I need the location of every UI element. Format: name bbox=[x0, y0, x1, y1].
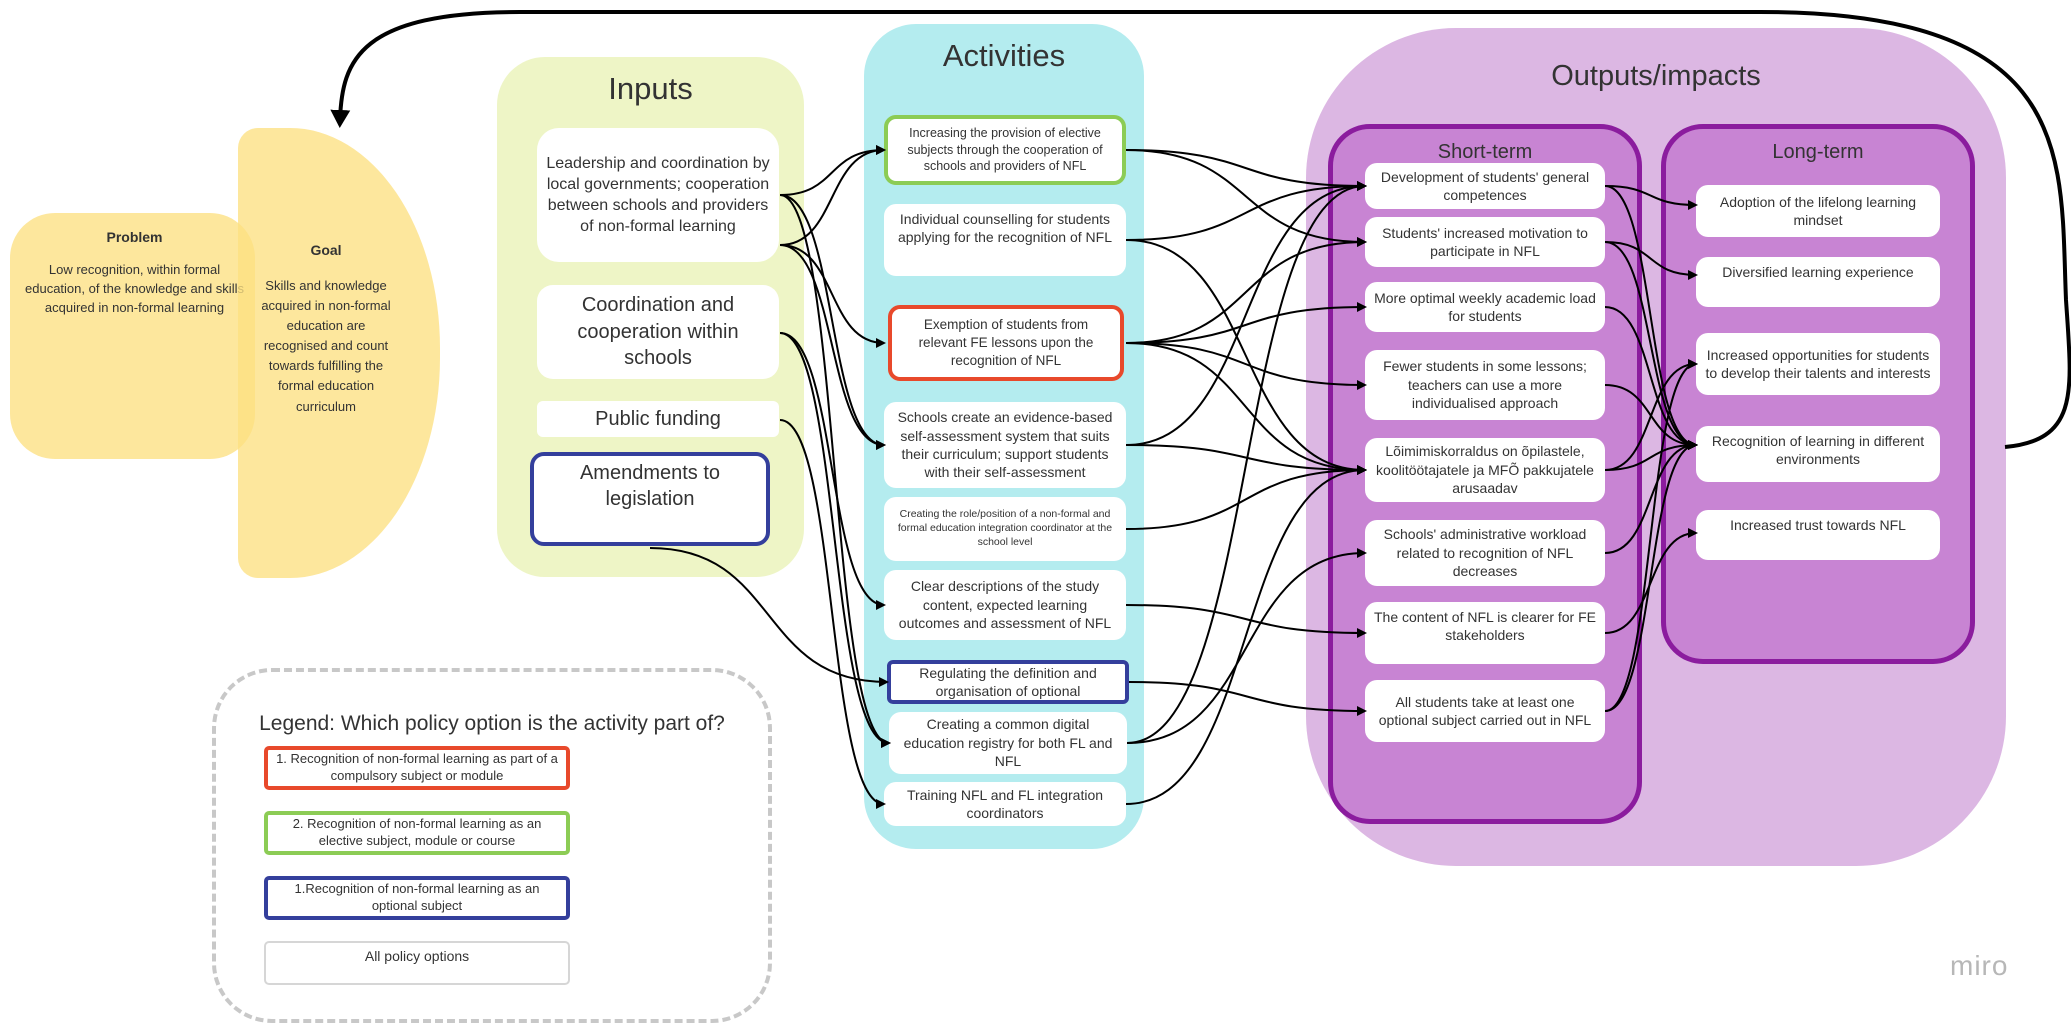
legend-item-blue: 1.Recognition of non-formal learning as … bbox=[264, 876, 570, 920]
short-term-title: Short-term bbox=[1437, 141, 1533, 163]
outputs-title: Outputs/impacts bbox=[1551, 60, 1761, 92]
activity-coordinator-role: Creating the role/position of a non-form… bbox=[884, 497, 1126, 561]
short-admin-workload: Schools' administrative workload related… bbox=[1365, 520, 1605, 586]
inputs-title: Inputs bbox=[608, 71, 693, 106]
long-lifelong-mindset: Adoption of the lifelong learning mindse… bbox=[1696, 185, 1940, 237]
long-talents-opportunities: Increased opportunities for students to … bbox=[1696, 333, 1940, 395]
short-academic-load: More optimal weekly academic load for st… bbox=[1365, 282, 1605, 332]
long-trust-nfl: Increased trust towards NFL bbox=[1696, 510, 1940, 560]
goal-text: Skills and knowledge acquired in non-for… bbox=[261, 277, 391, 414]
legend-item-green: 2. Recognition of non-formal learning as… bbox=[264, 811, 570, 855]
input-coordination: Coordination and cooperation within scho… bbox=[537, 285, 779, 379]
problem-box: Problem Low recognition, within formal e… bbox=[10, 213, 255, 459]
legend-item-red: 1. Recognition of non-formal learning as… bbox=[264, 746, 570, 790]
activities-title: Activities bbox=[942, 38, 1066, 73]
short-optional-subject: All students take at least one optional … bbox=[1365, 680, 1605, 742]
legend-item-all: All policy options bbox=[264, 941, 570, 985]
activity-counselling: Individual counselling for students appl… bbox=[884, 204, 1126, 276]
short-fewer-students: Fewer students in some lessons; teachers… bbox=[1365, 350, 1605, 420]
long-recognition-environments: Recognition of learning in different env… bbox=[1696, 426, 1940, 482]
legend-title: Legend: Which policy option is the activ… bbox=[259, 712, 725, 735]
input-legislation: Amendments to legislation bbox=[530, 452, 770, 546]
activity-clear-descriptions: Clear descriptions of the study content,… bbox=[884, 570, 1126, 640]
short-general-competences: Development of students' general compete… bbox=[1365, 163, 1605, 209]
long-term-title: Long-term bbox=[1772, 141, 1864, 163]
activity-self-assessment: Schools create an evidence-based self-as… bbox=[884, 402, 1126, 488]
problem-title: Problem bbox=[106, 229, 163, 245]
activity-training-coordinators: Training NFL and FL integration coordina… bbox=[884, 782, 1126, 826]
short-integration-understandable: Lõimimiskorraldus on õpilastele, koolitö… bbox=[1365, 438, 1605, 502]
activity-regulating-optional: Regulating the definition and organisati… bbox=[887, 660, 1129, 704]
input-funding: Public funding bbox=[537, 401, 779, 437]
goal-box: Goal Skills and knowledge acquired in no… bbox=[238, 128, 440, 578]
input-leadership: Leadership and coordination by local gov… bbox=[537, 128, 779, 262]
activity-elective-provision: Increasing the provision of elective sub… bbox=[884, 115, 1126, 185]
goal-title: Goal bbox=[310, 242, 342, 258]
problem-text: Low recognition, within formal education… bbox=[25, 262, 244, 315]
short-nfl-clearer: The content of NFL is clearer for FE sta… bbox=[1365, 602, 1605, 664]
long-diversified-experience: Diversified learning experience bbox=[1696, 257, 1940, 307]
miro-watermark: miro bbox=[1950, 950, 2009, 981]
activity-digital-registry: Creating a common digital education regi… bbox=[889, 712, 1127, 774]
legend-box: Legend: Which policy option is the activ… bbox=[212, 668, 772, 1023]
activity-exemption: Exemption of students from relevant FE l… bbox=[888, 305, 1124, 381]
short-motivation: Students' increased motivation to partic… bbox=[1365, 217, 1605, 267]
